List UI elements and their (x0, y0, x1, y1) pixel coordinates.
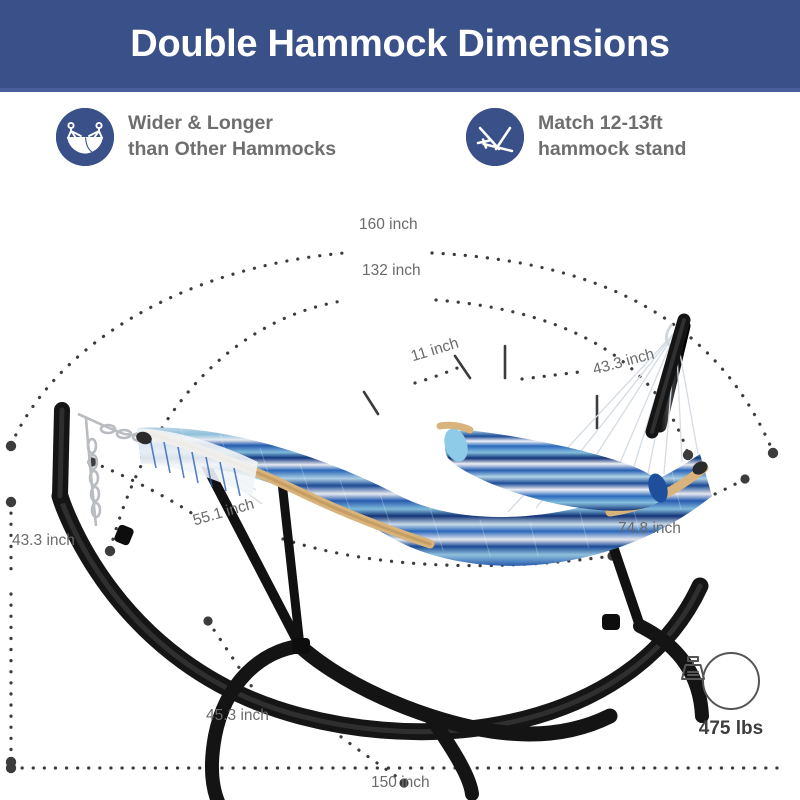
dimension-label-base-length: 150 inch (371, 774, 430, 791)
feature-badge-stand-match: Match 12-13ft hammock stand (466, 108, 686, 166)
feature-badge-label: Match 12-13ft hammock stand (538, 111, 686, 162)
stand-right-pole (645, 313, 691, 439)
feature-badge-wider-longer: Wider & Longer than Other Hammocks (56, 108, 336, 166)
page-title: Double Hammock Dimensions (130, 22, 670, 65)
feature-line-1: Wider & Longer (128, 112, 273, 135)
product-diagram: 160 inch 132 inch 11 inch 43.3 inch 43.3… (0, 196, 800, 800)
hammock-stand (51, 319, 709, 800)
dimension-label-total-length-inner: 132 inch (362, 262, 421, 279)
diagram-illustration (5, 251, 789, 800)
dimension-label-base-width: 45.3 inch (206, 707, 269, 724)
dimension-label-stand-height: 43.3 inch (12, 532, 75, 549)
dimension-ticks (362, 344, 599, 430)
feature-line-1: Match 12-13ft (538, 112, 663, 135)
banner-underline (0, 88, 800, 92)
weight-scale-icon (681, 652, 760, 710)
weight-capacity-value: 475 lbs (698, 718, 764, 739)
hammock-pillow (444, 428, 668, 511)
hammock-icon (56, 108, 114, 166)
feature-line-2: than Other Hammocks (128, 138, 337, 160)
weight-capacity-badge: 475 lbs (676, 652, 786, 740)
hammock-stand-icon (466, 108, 524, 166)
dimension-label-bed-length-right: 74.8 inch (618, 520, 681, 537)
stand-right-pole-highlight (650, 318, 686, 434)
feature-badge-label: Wider & Longer than Other Hammocks (128, 111, 336, 162)
dimension-label-total-length-outer: 160 inch (359, 216, 418, 233)
feature-badges: Wider & Longer than Other Hammocks (0, 104, 800, 196)
header-banner: Double Hammock Dimensions (0, 0, 800, 88)
hammock-bed (136, 323, 712, 566)
feature-line-2: hammock stand (538, 138, 687, 160)
